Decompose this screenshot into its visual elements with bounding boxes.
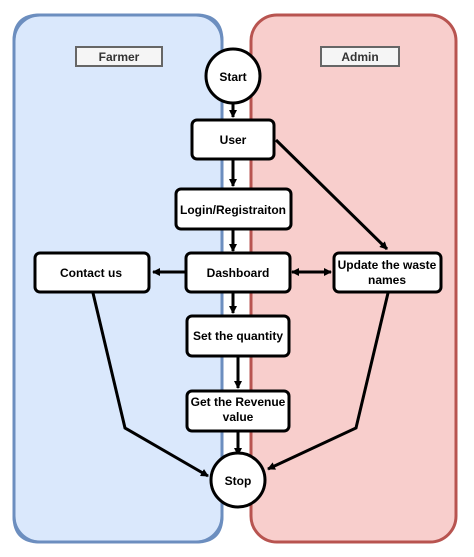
node-user: User bbox=[190, 118, 276, 161]
node-dashboard: Dashboard bbox=[184, 251, 292, 294]
node-contact: Contact us bbox=[33, 251, 151, 294]
start-label: Start bbox=[219, 70, 246, 84]
admin-lane-label-box bbox=[320, 46, 400, 67]
node-revenue: Get the Revenue value bbox=[185, 389, 291, 433]
edge-contact-stop bbox=[91, 292, 209, 478]
node-start: Start bbox=[204, 47, 262, 105]
edge-user-update bbox=[274, 138, 389, 251]
edge-update-stop bbox=[267, 292, 390, 471]
login-label: Login/Registraiton bbox=[180, 203, 286, 217]
revenue-label-line2: value bbox=[223, 410, 254, 424]
update-label-line2: names bbox=[368, 273, 406, 287]
farmer-lane-label: Farmer bbox=[99, 50, 140, 64]
node-quantity: Set the quantity bbox=[185, 314, 291, 358]
update-label-line1: Update the waste bbox=[338, 258, 437, 272]
node-login: Login/Registraiton bbox=[174, 187, 293, 231]
user-label: User bbox=[220, 133, 247, 147]
farmer-lane-label-box bbox=[75, 46, 163, 67]
quantity-label: Set the quantity bbox=[193, 329, 283, 343]
admin-lane-label: Admin bbox=[341, 50, 378, 64]
dashboard-label: Dashboard bbox=[207, 266, 270, 280]
revenue-label-line1: Get the Revenue bbox=[191, 395, 286, 409]
contact-label: Contact us bbox=[60, 266, 122, 280]
stop-label: Stop bbox=[225, 474, 252, 488]
edges bbox=[91, 104, 390, 478]
node-stop: Stop bbox=[209, 451, 267, 509]
node-update: Update the waste names bbox=[332, 251, 443, 294]
farmer-lane-border bbox=[12, 13, 224, 544]
